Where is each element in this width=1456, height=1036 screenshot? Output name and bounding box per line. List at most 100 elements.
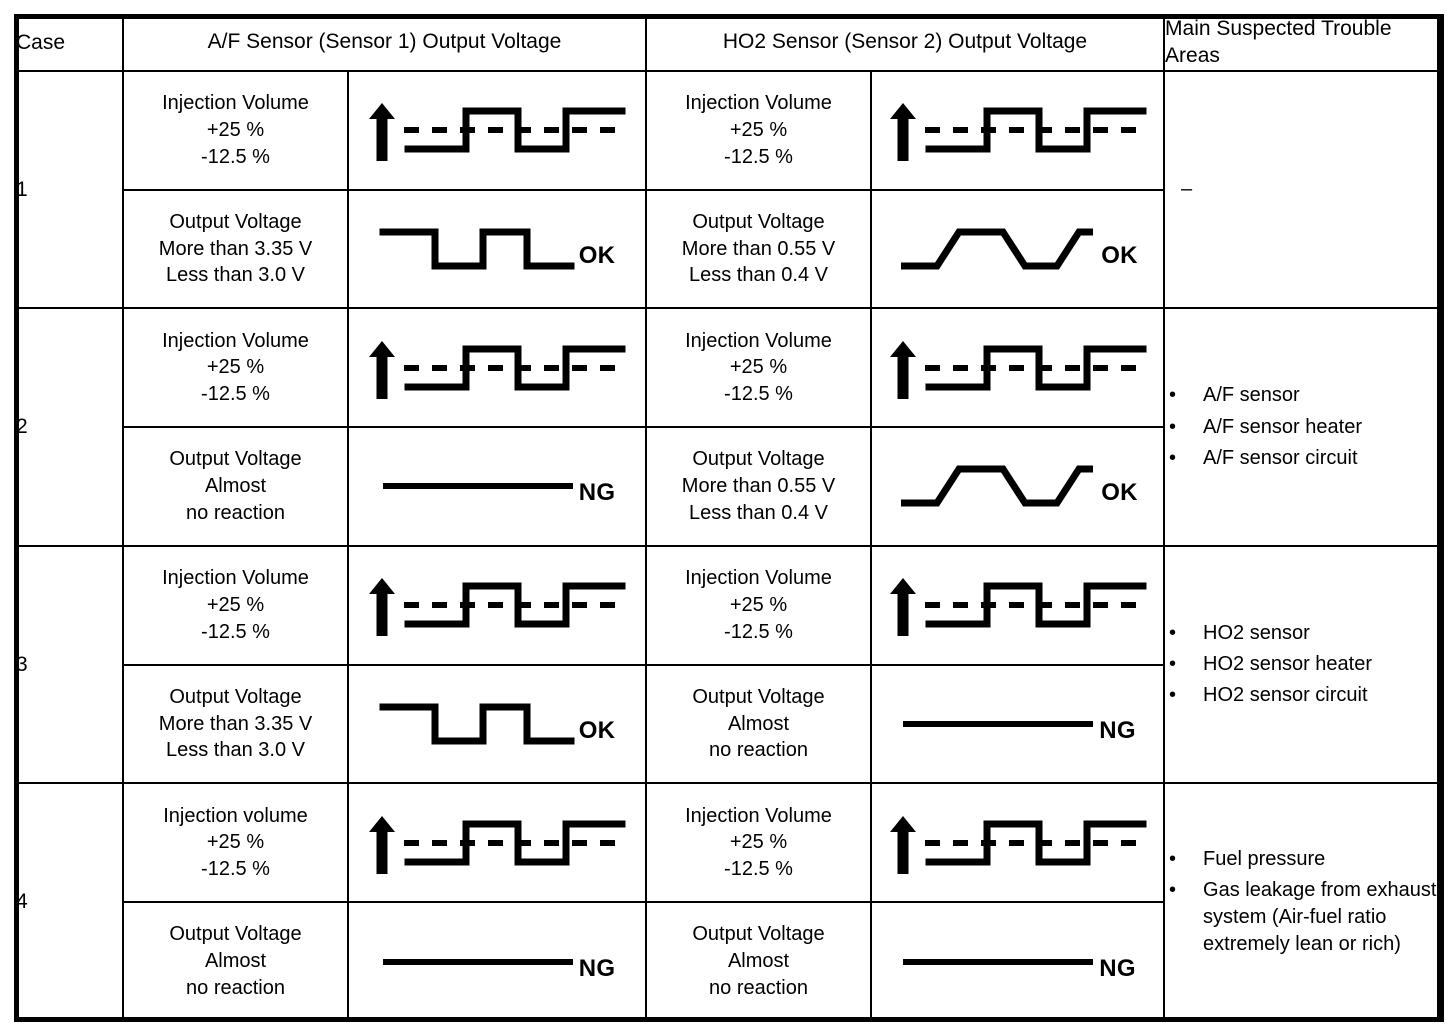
ho2-output-waveform-cell: NG (869, 663, 1166, 785)
ho2-output-waveform-cell: NG (869, 901, 1166, 1022)
header-case: Case (14, 14, 124, 72)
ho2-injection-label: Injection Volume+25 %-12.5 % (645, 69, 872, 191)
ho2-injection-label: Injection Volume +25 % -12.5 % (645, 307, 872, 429)
injection-volume-waveform (872, 566, 1163, 644)
ho2-injection-waveform-cell (869, 307, 1166, 429)
case-number-cell: 1 (14, 69, 124, 310)
ho2-injection-label-l1: Injection Volume (685, 329, 832, 352)
trouble-areas-list: • Fuel pressure • Gas leakage from exhaust … (1165, 846, 1442, 959)
af-output-label-l1: Output Voltage (169, 923, 302, 946)
ho2-output-label-l3: no reaction (709, 977, 808, 999)
flat-line-waveform: NG (349, 942, 645, 982)
bullet-icon: • (1169, 384, 1177, 407)
af-injection-waveform-cell (347, 307, 647, 429)
af-injection-label-l3: -12.5 % (201, 858, 270, 881)
verdict-label: OK (1101, 241, 1138, 269)
af-injection-label-l1: Injection Volume (162, 567, 309, 590)
trouble-areas-item: • Fuel pressure (1165, 846, 1442, 873)
bullet-icon: • (1169, 879, 1177, 902)
flat-line-waveform: NG (349, 466, 645, 506)
trouble-areas-item-text: A/F sensor heater (1203, 415, 1362, 438)
ho2-injection-waveform-cell (869, 782, 1166, 904)
header-ho2-line1: HO2 Sensor (Sensor 2) (722, 30, 943, 54)
verdict-label: NG (1099, 954, 1136, 982)
table-row: 1 Injection Volume +25 % -12.5 % Injection V… (14, 69, 1445, 310)
header-trouble-line2: Trouble Areas (1165, 17, 1392, 67)
ho2-injection-label-l3: -12.5 % (724, 145, 793, 168)
verdict-label: OK (1101, 479, 1138, 507)
af-injection-label: Injection Volume+25 %-12.5 % (122, 544, 349, 666)
af-injection-label-l2: +25 % (206, 356, 265, 379)
ho2-injection-label-l1: Injection Volume (685, 91, 832, 114)
af-injection-label-l2: +25 % (206, 118, 265, 141)
ho2-output-label-l1: Output Voltage (692, 210, 825, 233)
trouble-areas-item: • A/F sensor (1165, 382, 1442, 409)
trouble-areas-item-text: A/F sensor (1203, 384, 1300, 407)
af-output-waveform-cell: OK (347, 188, 647, 310)
trouble-areas-item-text: Fuel pressure (1203, 847, 1326, 870)
ho2-output-label-l2: Almost (727, 950, 790, 973)
header-af-line2: Output Voltage (422, 30, 562, 54)
af-output-label-l1: Output Voltage (169, 210, 302, 233)
trouble-areas-item: • HO2 sensor circuit (1165, 682, 1442, 709)
trouble-areas-item: • A/F sensor heater (1165, 414, 1442, 441)
injection-volume-waveform (349, 804, 645, 882)
table-row: 2 Injection Volume +25 % -12.5 %Injection V… (14, 307, 1445, 547)
ho2-injection-label-l3: -12.5 % (724, 383, 793, 406)
af-injection-waveform-cell (347, 782, 647, 904)
trouble-areas-item-text: HO2 sensor circuit (1203, 684, 1368, 707)
af-output-waveform-cell: OK (347, 663, 647, 785)
ho2-output-label-l3: Less than 0.4 V (689, 501, 828, 524)
verdict-label: OK (578, 717, 616, 745)
ho2-output-label-l2: More than 0.55 V (681, 475, 836, 498)
trouble-areas-cell: – (1163, 69, 1445, 310)
bullet-icon: • (1169, 653, 1177, 676)
ho2-injection-label-l1: Injection Volume (685, 567, 832, 590)
bullet-icon: • (1169, 684, 1177, 707)
af-output-label-l1: Output Voltage (169, 448, 302, 471)
af-injection-label-l2: +25 % (206, 831, 265, 854)
af-output-label-l1: Output Voltage (169, 685, 302, 708)
ho2-output-waveform-cell: OK (869, 188, 1166, 310)
trouble-areas-item-text: A/F sensor circuit (1203, 446, 1358, 469)
case-number-cell: 4 (14, 782, 124, 1022)
trouble-areas-item: •HO2 sensor heater (1165, 651, 1442, 678)
ho2-injection-label-l2: +25 % (729, 831, 788, 854)
case-number-cell: 2 (14, 307, 124, 547)
af-output-label-l3: no reaction (186, 977, 285, 999)
ho2-injection-label: Injection Volume+25 %-12.5 % (645, 544, 872, 666)
af-injection-label-l1: Injection Volume (162, 91, 309, 114)
bullet-icon: • (1169, 415, 1177, 438)
bullet-icon: • (1169, 621, 1177, 644)
af-injection-label: Injection volume+25 %-12.5 % (122, 782, 349, 904)
ho2-injection-label: Injection Volume +25 % -12.5 % (645, 782, 872, 904)
square-wave-waveform: OK (349, 218, 645, 280)
af-injection-label: Injection Volume +25 % -12.5 % (122, 69, 349, 191)
trouble-areas-item: •A/F sensor circuit (1165, 445, 1442, 472)
injection-volume-waveform (349, 566, 645, 644)
trouble-areas-item-text: Gas leakage from exhaust system (Air-fue… (1203, 879, 1437, 956)
ho2-injection-waveform-cell (869, 69, 1166, 191)
injection-volume-waveform (349, 91, 645, 169)
bullet-icon: • (1169, 847, 1177, 870)
ho2-injection-label-l1: Injection Volume (685, 804, 832, 827)
ho2-injection-label-l2: +25 % (729, 356, 788, 379)
trouble-areas-list: •HO2 sensor•HO2 sensor heater•HO2 sensor… (1165, 620, 1442, 710)
trouble-areas-cell: •HO2 sensor•HO2 sensor heater•HO2 sensor… (1163, 544, 1445, 785)
verdict-label: NG (1099, 717, 1136, 745)
af-output-label-l2: Almost (204, 475, 267, 498)
sensor-diagnostic-table: Case A/F Sensor (Sensor 1) Output Voltag… (14, 14, 1445, 1022)
ho2-injection-label-l3: -12.5 % (724, 858, 793, 881)
af-injection-label-l3: -12.5 % (201, 145, 270, 168)
trouble-areas-cell: • Fuel pressure • Gas leakage from exhaust … (1163, 782, 1445, 1022)
ho2-injection-label-l3: -12.5 % (724, 620, 793, 643)
ho2-output-label-l1: Output Voltage (692, 685, 825, 708)
af-output-label-l3: Less than 3.0 V (166, 739, 305, 762)
flat-line-waveform: NG (872, 942, 1163, 982)
